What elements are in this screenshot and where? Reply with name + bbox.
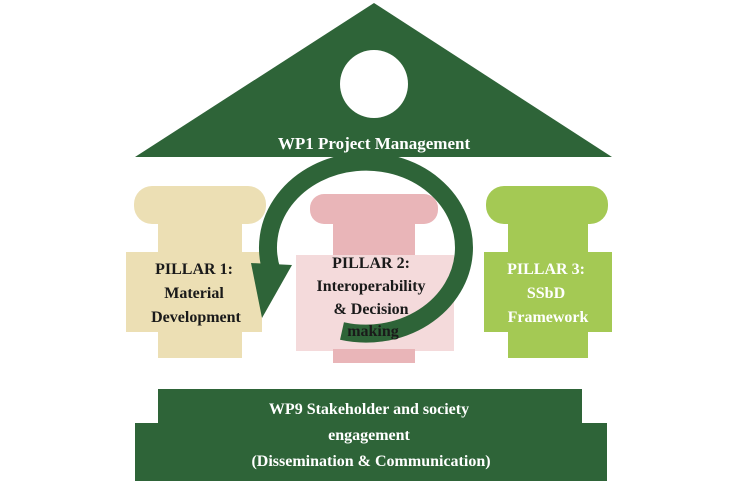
pillar-3-capital	[486, 186, 608, 224]
pillar-1-label-line: Development	[151, 309, 241, 326]
base-label-line: engagement	[328, 427, 410, 444]
roof-label: WP1 Project Management	[278, 134, 471, 153]
pillar-3-label-line: SSbD	[527, 285, 565, 302]
pillar-3-label-line: PILLAR 3:	[507, 261, 585, 278]
pillar-2-neck	[333, 222, 415, 256]
base-label-line: WP9 Stakeholder and society	[269, 401, 469, 418]
pillar-2-label-line: PILLAR 2:	[332, 255, 410, 272]
pillar-3-label: PILLAR 3: SSbD Framework	[507, 261, 589, 326]
pillar-1-neck	[158, 222, 242, 257]
pillar-2-foot	[333, 349, 415, 363]
pillar-3-foot	[508, 330, 588, 358]
pillar-2	[296, 194, 454, 363]
pillar-1-capital	[134, 186, 266, 224]
pillar-1-foot	[158, 330, 242, 358]
pillar-2-label-line: & Decision	[333, 301, 408, 318]
roof: WP1 Project Management	[135, 3, 612, 157]
pillar-3: PILLAR 3: SSbD Framework	[484, 186, 612, 358]
pillar-2-capital	[310, 194, 438, 224]
pillar-3-neck	[508, 222, 588, 257]
cycle-arrow-ring	[259, 152, 473, 343]
pillar-1-label-line: PILLAR 1:	[155, 261, 233, 278]
base-label: WP9 Stakeholder and society engagement (…	[251, 401, 490, 470]
base-top-step	[158, 389, 582, 423]
pillar-2-label-line: making	[347, 323, 399, 340]
pillar-1: PILLAR 1: Material Development	[126, 186, 266, 358]
pillar-1-label: PILLAR 1: Material Development	[151, 261, 241, 326]
pillar-3-body	[484, 252, 612, 332]
cycle-arrow	[251, 152, 473, 343]
pillar-2-label: PILLAR 2: Interoperability & Decision ma…	[316, 255, 429, 340]
roof-window-circle	[340, 50, 408, 118]
pillar-3-label-line: Framework	[508, 309, 589, 326]
base: WP9 Stakeholder and society engagement (…	[135, 389, 607, 481]
cycle-arrow-head	[251, 263, 292, 318]
base-bottom-step	[135, 423, 607, 481]
base-label-line: (Dissemination & Communication)	[251, 453, 490, 470]
pillar-1-body	[126, 252, 262, 332]
pillar-2-label-line: Interoperability	[316, 278, 425, 295]
pillar-1-label-line: Material	[164, 285, 224, 302]
